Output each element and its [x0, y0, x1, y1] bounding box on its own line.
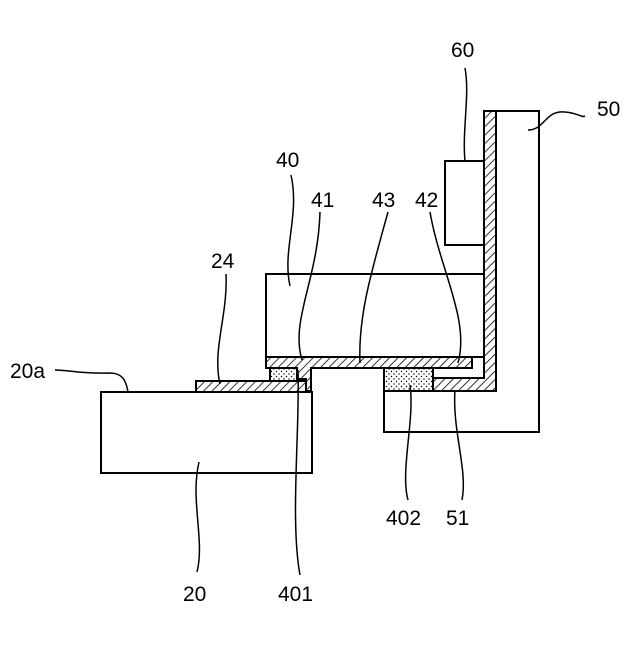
leader-60 — [464, 68, 466, 161]
component-60 — [445, 161, 484, 245]
joint-401 — [270, 368, 297, 381]
layer-24 — [196, 381, 306, 392]
label-51: 51 — [446, 507, 469, 530]
label-50: 50 — [597, 98, 620, 121]
label-43: 43 — [372, 189, 395, 212]
label-402: 402 — [386, 507, 421, 530]
block-20 — [101, 392, 312, 473]
label-41: 41 — [311, 189, 334, 212]
label-60: 60 — [451, 39, 474, 62]
label-401: 401 — [278, 583, 313, 606]
label-24: 24 — [211, 250, 235, 273]
leader-40 — [288, 175, 294, 286]
label-20a: 20a — [10, 360, 45, 383]
label-42: 42 — [415, 189, 438, 212]
joint-402 — [384, 368, 433, 391]
leader-24 — [218, 274, 226, 384]
leader-20a — [55, 370, 128, 392]
label-40: 40 — [276, 149, 299, 172]
label-20: 20 — [183, 583, 206, 606]
leader-20 — [196, 462, 199, 572]
